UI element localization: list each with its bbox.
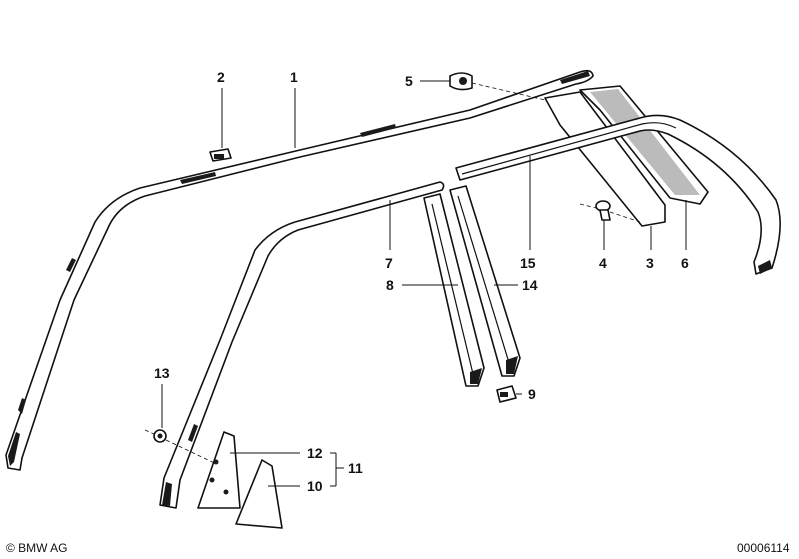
callout-14: 14 bbox=[522, 277, 538, 293]
callout-10: 10 bbox=[307, 478, 323, 494]
diagram-number: 00006114 bbox=[737, 541, 790, 555]
callout-15: 15 bbox=[520, 255, 536, 271]
bracket-11 bbox=[330, 452, 344, 487]
part-7-inner-molding bbox=[159, 181, 445, 509]
callout-7: 7 bbox=[385, 255, 393, 271]
copyright-notice: © BMW AG bbox=[6, 541, 68, 555]
part-3-seal-strip bbox=[544, 91, 666, 250]
callout-5: 5 bbox=[405, 73, 413, 89]
callout-11: 11 bbox=[348, 460, 363, 476]
callout-8: 8 bbox=[386, 277, 394, 293]
part-14-pillar-strip bbox=[449, 185, 521, 377]
part-2-clip bbox=[209, 88, 232, 162]
part-1-roof-molding bbox=[5, 69, 594, 471]
callout-9: 9 bbox=[528, 386, 536, 402]
callout-13: 13 bbox=[154, 365, 170, 381]
part-12-triangle-panel bbox=[197, 431, 300, 509]
part-4-screw bbox=[579, 200, 641, 250]
callout-1: 1 bbox=[290, 69, 298, 85]
callout-2: 2 bbox=[217, 69, 225, 85]
part-9-clip bbox=[496, 385, 522, 403]
part-10-triangle-cover bbox=[235, 459, 300, 529]
callout-3: 3 bbox=[646, 255, 654, 271]
part-8-pillar-strip bbox=[402, 193, 485, 387]
part-15-roof-molding bbox=[455, 114, 781, 275]
part-5-grommet bbox=[420, 72, 546, 101]
callout-12: 12 bbox=[307, 445, 323, 461]
callout-6: 6 bbox=[681, 255, 689, 271]
callout-4: 4 bbox=[599, 255, 607, 271]
part-13-nut bbox=[144, 384, 226, 469]
part-6-gasket bbox=[579, 85, 709, 250]
